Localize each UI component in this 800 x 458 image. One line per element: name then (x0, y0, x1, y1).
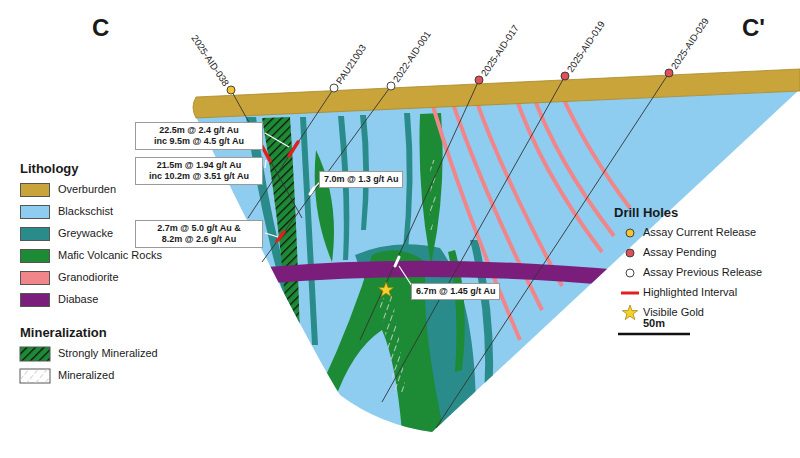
assay-text: 7.0m @ 1.3 g/t Au (324, 174, 398, 185)
assay-callout: 21.5m @ 1.94 g/t Au inc 10.2m @ 3.51 g/t… (135, 157, 263, 185)
greywacke (338, 116, 349, 260)
legend-sample (626, 249, 634, 257)
drill-hole-name: 2025-AID-029 (669, 16, 711, 71)
legend-swatch (20, 227, 50, 241)
assay-text: 22.5m @ 2.4 g/t Au inc 9.5m @ 4.5 g/t Au (140, 125, 258, 147)
leader-line (265, 133, 412, 286)
legend-swatch (20, 249, 50, 263)
leader-line (265, 133, 289, 147)
leader-line (265, 233, 278, 237)
legend-text: Assay Previous Release (643, 266, 762, 279)
drill-hole (231, 90, 302, 218)
collar (330, 84, 338, 92)
assay-text: 21.5m @ 1.94 g/t Au inc 10.2m @ 3.51 g/t… (140, 160, 258, 182)
drill-hole-name: 2025-AID-019 (565, 19, 607, 74)
highlighted-interval (289, 142, 298, 156)
granodiorite (430, 96, 520, 340)
assay-callout: 7.0m @ 1.3 g/t Au (319, 171, 403, 188)
overburden (193, 69, 800, 118)
legend-text: Visibile Gold (643, 306, 704, 319)
drill-hole-name: 2025-AID-038 (188, 33, 230, 88)
legend-text: Assay Current Release (643, 226, 756, 239)
legend-sample (20, 369, 50, 383)
legend-heading: Drill Holes (614, 206, 678, 221)
assay-callout: 6.7m @ 1.45 g/t Au (411, 283, 500, 300)
scale-label: 50m (643, 317, 665, 330)
drill-hole (360, 80, 479, 340)
drill-hole-name: 2022-AID-001 (391, 29, 433, 84)
legend-sample (20, 347, 50, 361)
leader-line (265, 160, 266, 168)
collar (561, 72, 569, 80)
drill-hole-name: 2025-AID-017 (479, 23, 521, 78)
legend-swatch (20, 271, 50, 285)
granodiorite (560, 91, 630, 208)
granodiorite (430, 91, 630, 340)
assay-callout: 22.5m @ 2.4 g/t Au inc 9.5m @ 4.5 g/t Au (135, 122, 263, 150)
highlighted-interval (262, 146, 270, 161)
legend-sample (626, 229, 634, 237)
greywacke (403, 113, 413, 250)
drill-hole-name: PAU21003 (334, 42, 368, 86)
interval (310, 188, 399, 266)
drill-hole (248, 88, 334, 218)
legend-text: Strongly Mineralized (58, 347, 158, 360)
collar (475, 76, 483, 84)
legend-sample (20, 369, 50, 383)
visible-gold-star (378, 282, 393, 297)
scale-bar (618, 333, 690, 336)
section-letter: C (92, 14, 109, 42)
interval (395, 257, 399, 266)
collar (227, 69, 673, 94)
assay-text: 2.7m @ 5.0 g/t Au & 8.2m @ 2.6 g/t Au (140, 223, 258, 245)
assay-text: 6.7m @ 1.45 g/t Au (416, 286, 495, 297)
mineralized-zone (378, 296, 406, 394)
section-letter: C' (742, 14, 765, 42)
legend-text: Granodiorite (58, 271, 119, 284)
highlighted-interval (262, 142, 298, 241)
mineralized-zone (428, 160, 437, 230)
granodiorite (474, 94, 562, 286)
legend-text: Greywacke (58, 227, 113, 240)
mafic-volcanic-rocks (419, 113, 442, 264)
legend-text: Blackschist (58, 205, 113, 218)
legend-text: Diabase (58, 293, 98, 306)
greywacke (300, 117, 318, 345)
legend-text: Mafic Volcanic Rocks (58, 249, 162, 262)
collar (387, 82, 395, 90)
legend-swatch (20, 293, 50, 307)
drill-hole (436, 73, 669, 428)
legend-sample (20, 229, 639, 383)
strongly-mineralized-zone (262, 117, 300, 340)
collar (665, 69, 673, 77)
legend-heading: Lithology (20, 162, 79, 177)
legend-text: Overburden (58, 183, 116, 196)
granodiorite (514, 92, 602, 252)
legend-text: Assay Pending (643, 246, 716, 259)
drill-hole (231, 73, 669, 428)
legend-swatch (20, 183, 50, 197)
legend-text: Highlighted Interval (643, 286, 737, 299)
mafic-volcanic-rocks (315, 150, 334, 262)
legend-heading: Mineralization (20, 326, 107, 341)
legend-sample (621, 292, 639, 295)
legend-swatch (20, 205, 50, 219)
legend-sample (626, 269, 634, 277)
legend-sample (622, 305, 637, 320)
legend-text: Mineralized (58, 369, 114, 382)
drill-hole (382, 76, 565, 402)
assay-callout: 2.7m @ 5.0 g/t Au & 8.2m @ 2.6 g/t Au (135, 220, 263, 248)
collar (227, 86, 235, 94)
